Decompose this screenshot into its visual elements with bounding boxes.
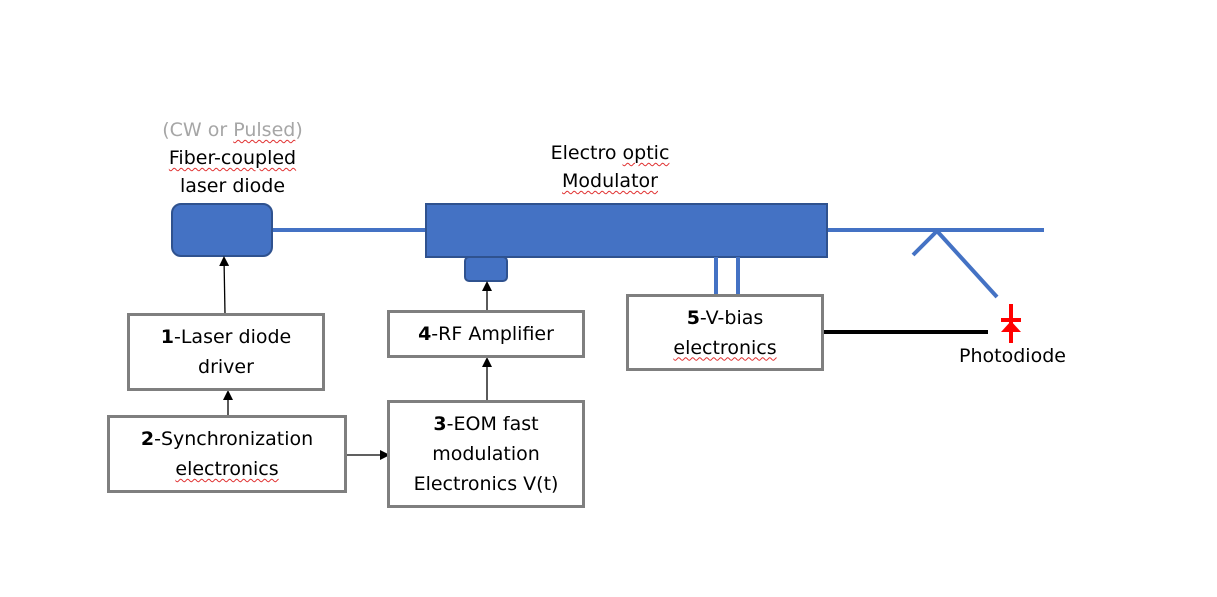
eom-rf-port: [464, 256, 508, 282]
electro-optic-modulator: [425, 203, 828, 258]
laser-mode-note: (CW or Pulsed): [162, 119, 303, 141]
rf-amplifier-box: 4-RF Amplifier: [387, 310, 585, 358]
arrow-driver-to-laser: [219, 256, 230, 315]
laser-diode: [171, 203, 273, 257]
beam-splitter-left: [911, 229, 939, 257]
beam-to-photodiode: [935, 229, 999, 299]
photodiode-icon: [1001, 304, 1021, 343]
photodiode-label: Photodiode: [959, 345, 1066, 367]
